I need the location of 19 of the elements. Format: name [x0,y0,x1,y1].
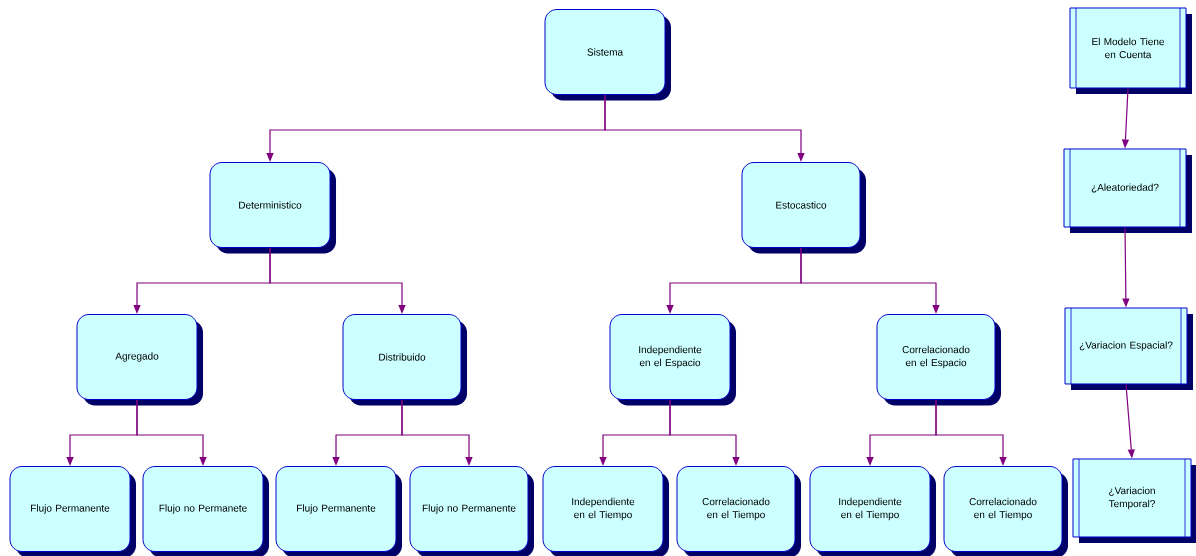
process-box: Flujo no Permanete [142,466,269,556]
process-box: Correlacionado en el Espacio [876,314,1001,406]
process-box: Sistema [544,9,671,101]
process-box: Deterministico [209,162,336,254]
process-box: Correlacionado en el Tiempo [676,466,801,556]
process-box: Flujo no Permanente [409,466,534,556]
predefined-process-box: ¿Aleatoriedad? [1063,148,1192,233]
process-box: Flujo Permanente [9,466,136,556]
process-box: Independiente en el Tiempo [542,466,669,556]
process-box: Flujo Permanente [275,466,402,556]
process-box: Independiente en el Espacio [609,314,736,406]
process-box: Distribuido [342,314,467,406]
process-box: Correlacionado en el Tiempo [943,466,1068,556]
process-box: Agregado [76,314,203,406]
predefined-process-box: ¿Variacion Temporal? [1072,458,1196,543]
process-box: Independiente en el Tiempo [809,466,936,556]
predefined-process-box: El Modelo Tiene en Cuenta [1069,7,1192,94]
predefined-process-box: ¿Variacion Espacial? [1064,307,1193,390]
process-box: Estocastico [741,162,866,254]
